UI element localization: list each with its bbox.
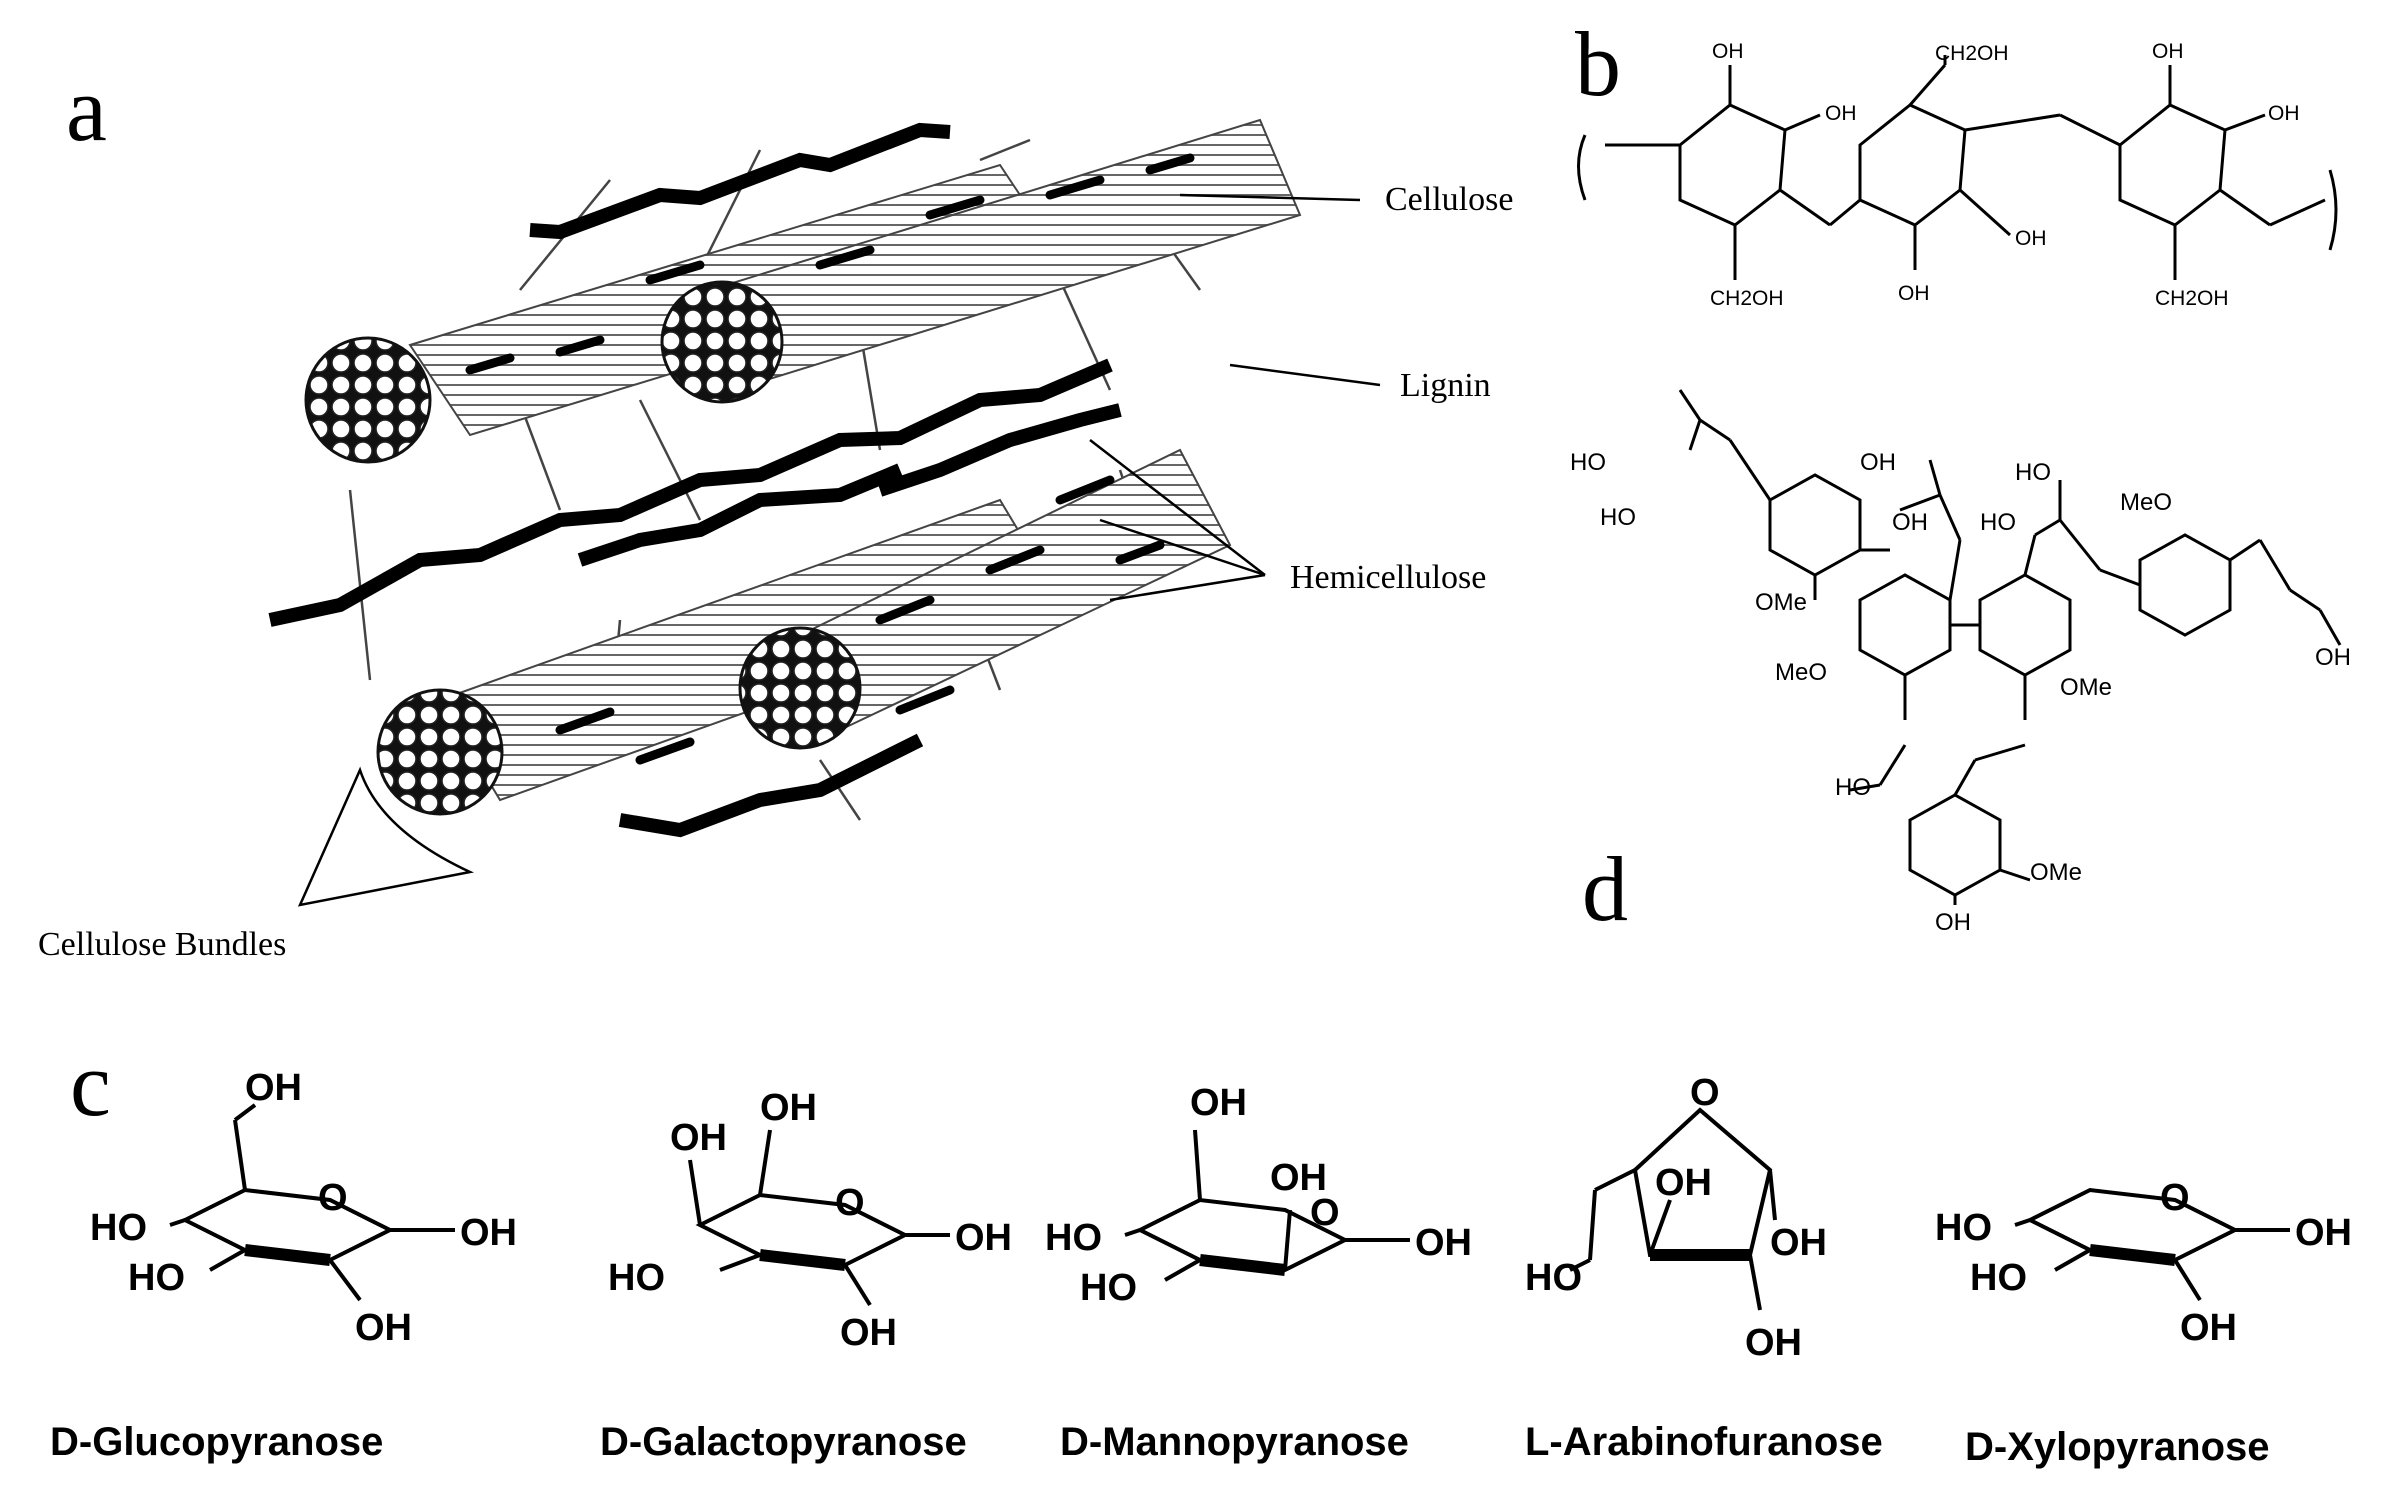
bracket-left xyxy=(1577,134,1587,201)
d-ho-1: HO xyxy=(1570,449,1606,476)
lignin-label: Lignin xyxy=(1400,367,1491,404)
xylopyranose-structure: HO HO O OH OH xyxy=(1935,1177,2352,1349)
glc-oh-1: OH xyxy=(460,1212,517,1254)
xyl-ring-o: O xyxy=(2160,1177,2190,1219)
b-oh-2: OH xyxy=(1825,102,1857,125)
man-ho-4: HO xyxy=(1045,1217,1102,1259)
d-ome-2: OMe xyxy=(2060,674,2112,701)
d-ho-3: HO xyxy=(2015,459,2051,486)
panel-b-bonds xyxy=(1605,55,2326,280)
panel-d-bonds xyxy=(1678,389,2342,905)
xyl-ho-3: HO xyxy=(1970,1257,2027,1299)
gal-ho-3: HO xyxy=(608,1257,665,1299)
panel-a-letter: a xyxy=(66,58,107,160)
d-ome-3: OMe xyxy=(2030,859,2082,886)
d-oh-4: OH xyxy=(1935,909,1971,936)
glc-oh-6: OH xyxy=(245,1067,302,1109)
man-oh-2: OH xyxy=(1270,1157,1327,1199)
cellulose-fibril-lower-left xyxy=(376,498,1062,816)
panel-a: a xyxy=(38,58,1513,963)
b-oh-1: OH xyxy=(1712,40,1744,63)
ara-oh-2: OH xyxy=(1745,1322,1802,1364)
glucose-ring-1 xyxy=(1678,103,1787,227)
glc-ho-3: HO xyxy=(128,1257,185,1299)
glc-ring-o: O xyxy=(318,1177,348,1219)
gal-oh-1: OH xyxy=(955,1217,1012,1259)
cellulose-leader xyxy=(1179,193,1361,202)
gal-oh-6: OH xyxy=(760,1087,817,1129)
b-ch2oh-3: CH2OH xyxy=(2155,287,2229,310)
aryl-ring-2 xyxy=(1858,573,1952,677)
d-oh-2: OH xyxy=(1892,509,1928,536)
b-oh-4: OH xyxy=(1898,282,1930,305)
hemicellulose-leader-3 xyxy=(1109,573,1266,602)
panel-c-letter: c xyxy=(70,1033,111,1135)
glucopyranose-structure: OH HO HO OH OH O xyxy=(90,1067,517,1349)
panel-b: b OH OH xyxy=(1575,13,2338,310)
man-oh-1: OH xyxy=(1415,1222,1472,1264)
d-meo-2: MeO xyxy=(2120,489,2172,516)
glucose-ring-2 xyxy=(1858,103,1967,227)
gal-oh-4: OH xyxy=(670,1117,727,1159)
b-oh-3: OH xyxy=(2015,227,2047,250)
aryl-ring-3 xyxy=(1978,573,2072,677)
bundles-bracket xyxy=(297,766,475,907)
b-ch2oh-2: CH2OH xyxy=(1935,42,2009,65)
ara-oh-1: OH xyxy=(1770,1222,1827,1264)
aryl-ring-4 xyxy=(2138,533,2232,637)
sugar-name-glucopyranose: D-Glucopyranose xyxy=(50,1420,383,1464)
cellulose-fibril-upper-right xyxy=(660,118,1302,404)
d-ho-5: HO xyxy=(1835,774,1871,801)
ara-ho-5: HO xyxy=(1525,1257,1582,1299)
sugar-name-xylopyranose: D-Xylopyranose xyxy=(1965,1425,2270,1469)
man-ring-o: O xyxy=(1310,1192,1340,1234)
hemicellulose-strands xyxy=(465,153,1195,765)
panel-d: d xyxy=(1570,389,2351,940)
hemicellulose-leader-1 xyxy=(1089,439,1266,576)
d-ho-4: HO xyxy=(1980,509,2016,536)
ara-oh-3: OH xyxy=(1655,1162,1712,1204)
cellulose-bundles-label: Cellulose Bundles xyxy=(38,926,286,963)
d-oh-3: OH xyxy=(2315,644,2351,671)
ara-ring-o: O xyxy=(1690,1072,1720,1114)
d-ome-1: OMe xyxy=(1755,589,1807,616)
d-oh-1: OH xyxy=(1860,449,1896,476)
xyl-oh-2: OH xyxy=(2180,1307,2237,1349)
aryl-ring-5 xyxy=(1908,793,2002,897)
man-ho-3: HO xyxy=(1080,1267,1137,1309)
man-oh-6: OH xyxy=(1190,1082,1247,1124)
panel-c: c OH HO HO OH OH O D-Glucopyranose xyxy=(50,1033,2352,1469)
mannopyranose-structure: OH OH HO HO OH O xyxy=(1045,1082,1472,1309)
gal-ring-o: O xyxy=(835,1182,865,1224)
galactopyranose-structure: OH OH HO OH OH O xyxy=(608,1087,1012,1354)
panel-d-letter: d xyxy=(1582,838,1628,940)
sugar-name-arabinofuranose: L-Arabinofuranose xyxy=(1525,1420,1883,1464)
glc-oh-2: OH xyxy=(355,1307,412,1349)
glc-ho-4: HO xyxy=(90,1207,147,1249)
hemicellulose-leader-2 xyxy=(1099,518,1266,577)
aryl-ring-1 xyxy=(1768,473,1862,577)
gal-oh-2: OH xyxy=(840,1312,897,1354)
cellulose-fibril-lower-right xyxy=(738,448,1232,750)
bracket-right xyxy=(2328,169,2338,251)
arabinofuranose-structure: O OH OH HO OH xyxy=(1525,1072,1827,1364)
sugar-name-mannopyranose: D-Mannopyranose xyxy=(1060,1420,1409,1464)
d-ho-2: HO xyxy=(1600,504,1636,531)
xyl-oh-1: OH xyxy=(2295,1212,2352,1254)
sugar-name-galactopyranose: D-Galactopyranose xyxy=(600,1420,967,1464)
b-oh-6: OH xyxy=(2268,102,2300,125)
glucose-ring-3 xyxy=(2118,103,2227,227)
xyl-ho-4: HO xyxy=(1935,1207,1992,1249)
lignin-chains xyxy=(268,122,1122,838)
d-meo-1: MeO xyxy=(1775,659,1827,686)
hemicellulose-label: Hemicellulose xyxy=(1290,559,1486,596)
b-oh-5: OH xyxy=(2152,40,2184,63)
b-ch2oh-1: CH2OH xyxy=(1710,287,1784,310)
cellulose-label: Cellulose xyxy=(1385,181,1513,218)
lignin-leader xyxy=(1229,363,1381,387)
panel-b-letter: b xyxy=(1575,13,1621,115)
